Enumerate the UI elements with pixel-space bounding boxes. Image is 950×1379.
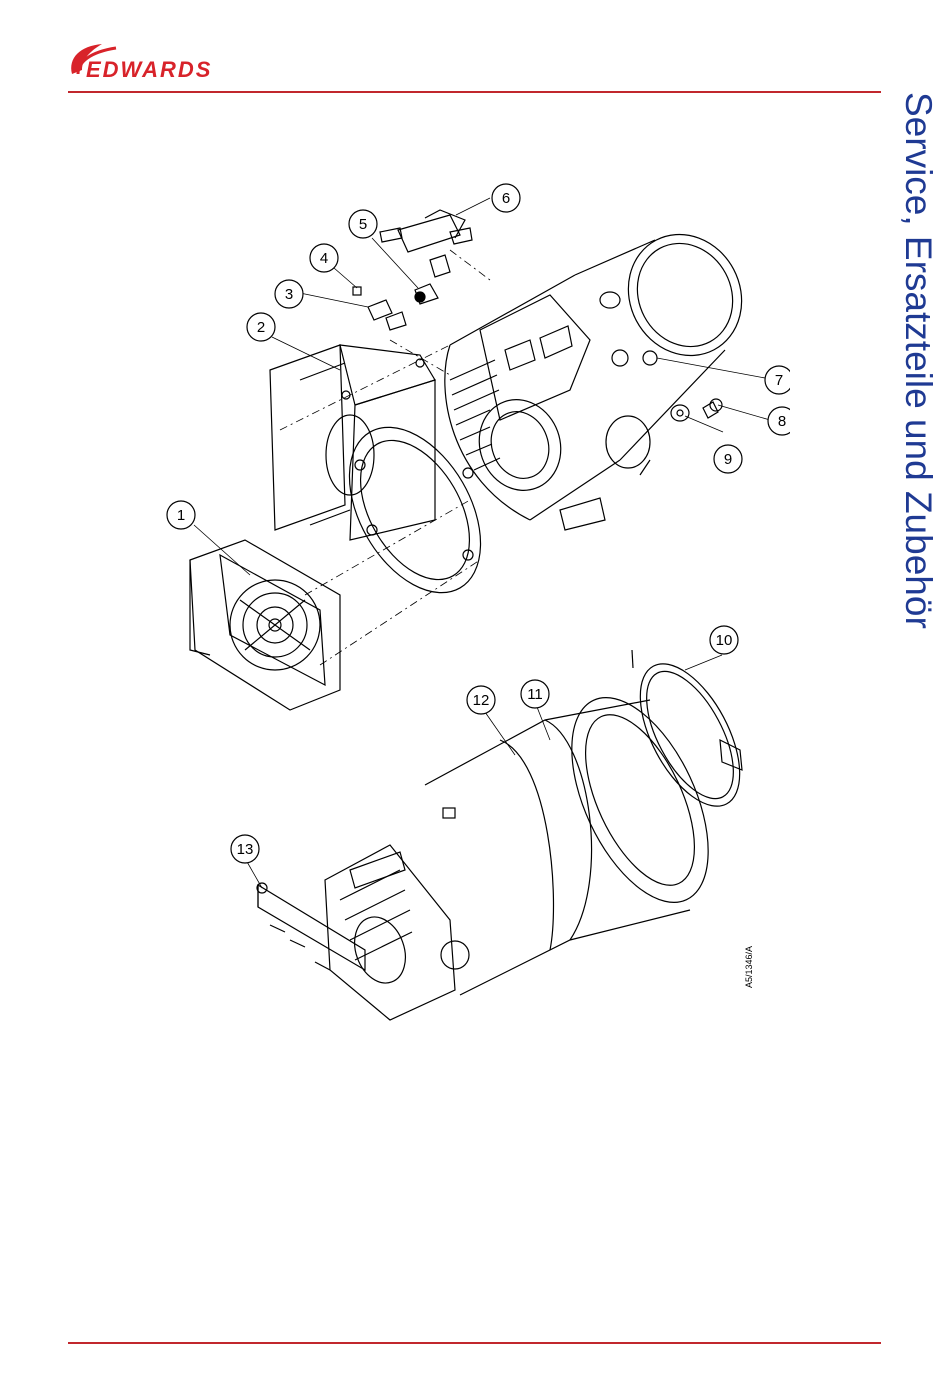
pump-body-upper [445,214,763,530]
edwards-logo: EDWARDS [68,40,298,86]
svg-text:13: 13 [237,841,254,858]
section-title: Service, Ersatzteile und Zubehör [893,92,943,692]
callout-9: 9 [714,445,742,473]
svg-text:12: 12 [473,692,490,709]
callout-8: 8 [768,407,790,435]
callout-1: 1 [167,501,195,529]
svg-text:11: 11 [527,686,543,703]
callout-6: 6 [492,184,520,212]
svg-text:2: 2 [257,319,265,336]
fitting-3-4 [353,287,406,330]
callout-2: 2 [247,313,275,341]
fittings-7-8-9 [643,351,722,421]
svg-text:5: 5 [359,216,367,233]
svg-text:8: 8 [778,413,786,430]
fan-housing-2 [270,345,435,540]
svg-text:9: 9 [724,451,732,468]
figure-reference: A5/1346/A [744,946,754,988]
section-title-text: Service, Ersatzteile und Zubehör [897,92,939,629]
callout-12: 12 [467,686,495,714]
svg-text:10: 10 [716,632,733,649]
callout-3: 3 [275,280,303,308]
fan-1 [190,540,340,710]
assembly-lines [280,250,490,665]
clamp-band-10 [620,648,760,821]
callout-11: 11 [521,680,549,708]
pump-body-lower [325,677,736,1020]
header-rule [68,91,881,93]
svg-text:3: 3 [285,286,293,303]
callout-7: 7 [765,366,790,394]
callout-10: 10 [710,626,738,654]
svg-text:6: 6 [502,190,510,207]
callout-4: 4 [310,244,338,272]
exploded-view-drawing: A5/1346/A 6 5 4 3 2 7 8 9 1 10 11 12 13 [150,180,790,1050]
callout-5: 5 [349,210,377,238]
svg-text:4: 4 [320,250,328,267]
footer-rule [68,1342,881,1344]
svg-text:1: 1 [177,507,185,524]
valve-5-6 [380,210,472,304]
brand-name: EDWARDS [86,57,212,83]
svg-text:7: 7 [775,372,783,389]
callout-13: 13 [231,835,259,863]
